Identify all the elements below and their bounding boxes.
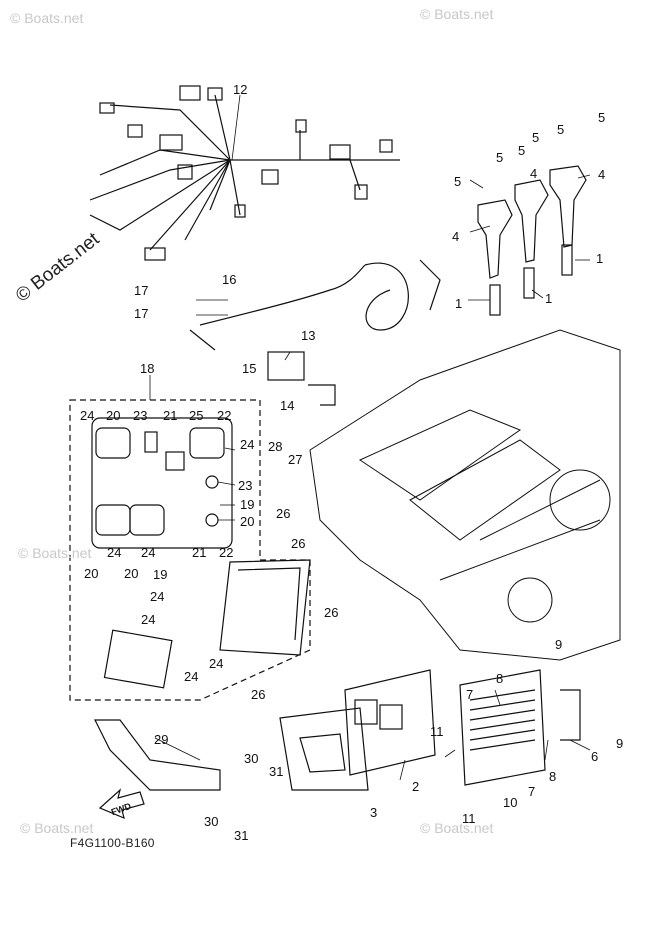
callout-24: 24 [141,612,156,627]
callout-24: 24 [150,589,165,604]
watermark: © Boats.net [420,820,494,836]
callout-8: 8 [549,769,557,784]
ecu-cover [279,707,369,791]
callout-22: 22 [217,408,232,423]
callout-20: 20 [106,408,121,423]
callout-22: 22 [219,545,234,560]
callout-19: 19 [153,567,168,582]
callout-31: 31 [269,764,284,779]
callout-11: 11 [430,724,444,739]
callout-18: 18 [140,361,155,376]
callout-23: 23 [133,408,148,423]
callout-29: 29 [154,732,169,747]
relay-harness [189,259,441,406]
leader-lines [149,94,591,781]
ignition-coils [477,165,587,316]
callout-24: 24 [80,408,95,423]
callout-15: 15 [242,361,257,376]
callout-20: 20 [124,566,139,581]
callout-26: 26 [324,605,339,620]
callout-30: 30 [244,751,259,766]
ecu-unit [344,669,436,776]
callout-24: 24 [141,545,156,560]
callout-21: 21 [163,408,178,423]
callout-20: 20 [84,566,99,581]
engine-block [309,329,621,661]
callout-2: 2 [412,779,420,794]
callout-12: 12 [233,82,248,97]
callout-7: 7 [466,687,474,702]
callout-10: 10 [503,795,518,810]
watermark: © Boats.net [20,820,94,836]
callout-26: 26 [251,687,266,702]
callout-5: 5 [518,143,526,158]
callout-13: 13 [301,328,316,343]
callout-26: 26 [276,506,291,521]
callout-21: 21 [192,545,207,560]
watermark: © Boats.net [18,545,92,561]
watermark: © Boats.net [10,10,84,26]
callout-1: 1 [455,296,463,311]
fuse-box-top-view [91,417,233,549]
watermark: © Boats.net [420,6,494,22]
callout-25: 25 [189,408,204,423]
callout-24: 24 [107,545,122,560]
callout-5: 5 [557,122,565,137]
fuse-box-body [103,559,311,689]
bracket [94,719,221,791]
callout-1: 1 [596,251,604,266]
callout-5: 5 [454,174,462,189]
callout-8: 8 [496,671,504,686]
fuse-box-callout-border [69,399,311,701]
callout-1: 1 [545,291,553,306]
callout-3: 3 [370,805,378,820]
callout-4: 4 [530,166,538,181]
callout-20: 20 [240,514,255,529]
callout-7: 7 [528,784,536,799]
callout-27: 27 [288,452,303,467]
callout-9: 9 [555,637,563,652]
callout-16: 16 [222,272,237,287]
callout-24: 24 [209,656,224,671]
callout-9: 9 [616,736,624,751]
callout-24: 24 [240,437,255,452]
callout-19: 19 [240,497,255,512]
fwd-arrow-shape [98,788,145,820]
callout-17: 17 [134,306,149,321]
callout-11: 11 [462,811,476,826]
callout-31: 31 [234,828,249,843]
callout-17: 17 [134,283,149,298]
callout-5: 5 [532,130,540,145]
callout-24: 24 [184,669,199,684]
diagram-code: F4G1100-B160 [70,836,155,850]
callout-4: 4 [598,167,606,182]
callout-5: 5 [598,110,606,125]
callout-4: 4 [452,229,460,244]
callout-28: 28 [268,439,283,454]
wire-harness [89,85,400,261]
callout-5: 5 [496,150,504,165]
callout-23: 23 [238,478,253,493]
callout-26: 26 [291,536,306,551]
callout-14: 14 [280,398,295,413]
rectifier-regulator [459,669,581,786]
callout-6: 6 [591,749,599,764]
callout-30: 30 [204,814,219,829]
